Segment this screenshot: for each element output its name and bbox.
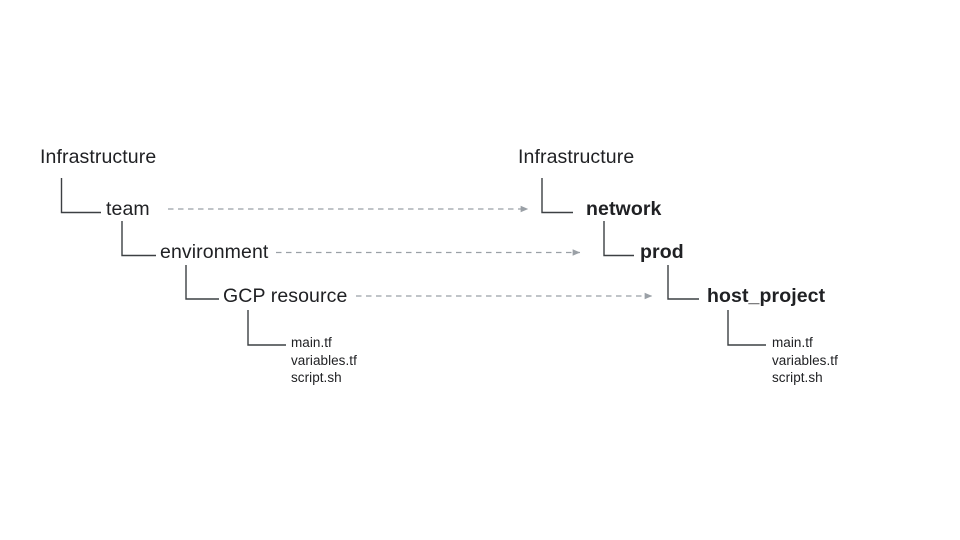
list-item: variables.tf — [772, 352, 838, 368]
left-tree-node-gcp-resource: GCP resource — [223, 285, 348, 307]
left-tree-node-team: team — [106, 198, 150, 220]
list-item: script.sh — [772, 370, 823, 385]
list-item: variables.tf — [291, 352, 357, 368]
right-elbow-network-to-prod — [603, 221, 634, 257]
right-elbow-hostproject-to-files — [727, 310, 766, 346]
mapping-arrows — [168, 205, 653, 300]
left-elbow-team-to-environment — [121, 221, 156, 257]
list-item: main.tf — [291, 335, 332, 350]
list-item: main.tf — [772, 335, 813, 350]
left-elbow-environment-to-gcp — [185, 265, 219, 300]
left-elbow-root-to-team — [60, 178, 101, 214]
right-tree-node-host-project: host_project — [707, 285, 826, 307]
right-elbow-root-to-network — [541, 178, 573, 214]
list-item: script.sh — [291, 370, 342, 385]
left-tree-file-list: main.tf variables.tf script.sh — [291, 334, 357, 387]
left-tree-node-environment: environment — [160, 241, 269, 263]
right-tree-node-network: network — [586, 198, 662, 220]
right-elbow-prod-to-hostproject — [667, 265, 699, 300]
right-tree-file-list: main.tf variables.tf script.sh — [772, 334, 838, 387]
right-tree-root-label: Infrastructure — [518, 146, 635, 168]
left-tree-root-label: Infrastructure — [40, 146, 157, 168]
right-tree-connectors — [541, 178, 766, 346]
left-elbow-gcp-to-files — [247, 310, 286, 346]
left-tree-connectors — [60, 178, 286, 346]
right-tree-node-prod: prod — [640, 241, 684, 263]
